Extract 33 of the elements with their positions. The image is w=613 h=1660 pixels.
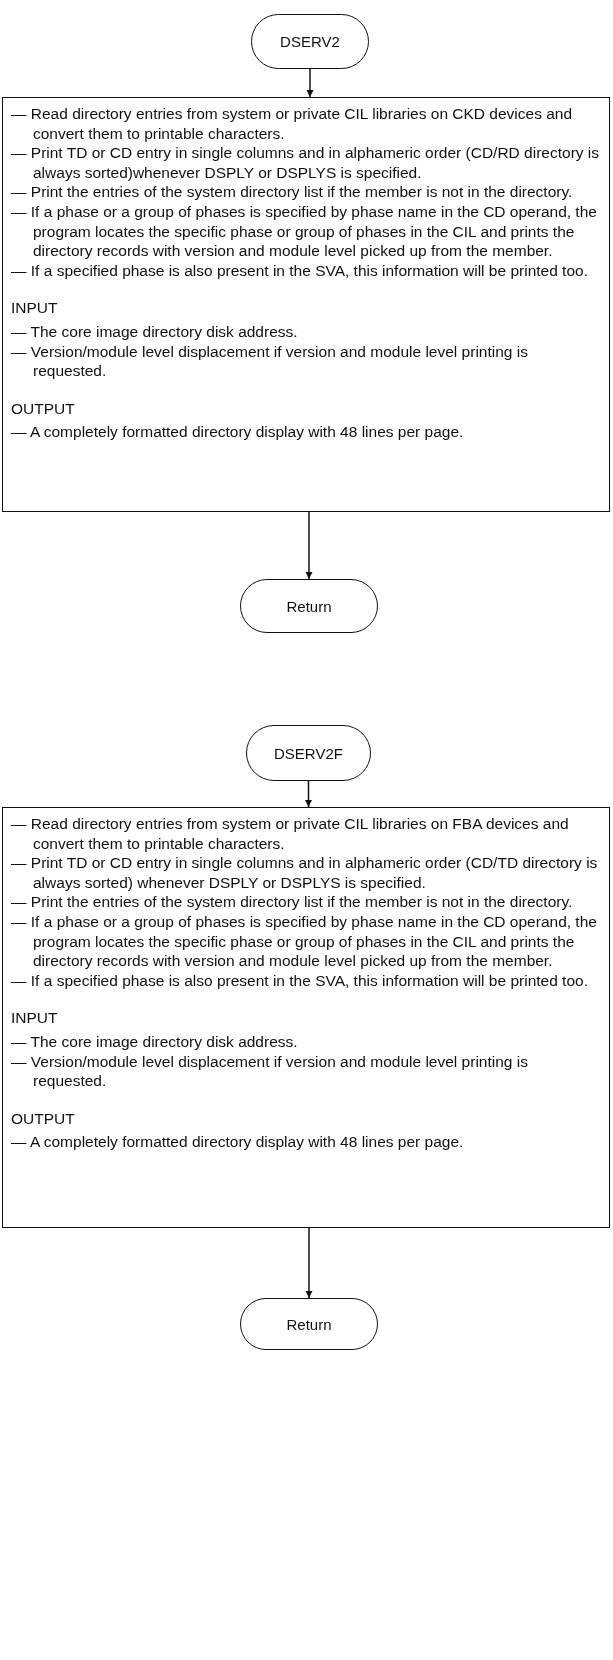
bullet-text: — The core image directory disk address. — [11, 321, 299, 342]
section-heading: INPUT — [11, 298, 59, 318]
bullet-text: — Print the entries of the system directory list if the member is not in the directory. — [11, 892, 574, 912]
section-heading: OUTPUT — [11, 398, 76, 419]
section-heading: INPUT — [11, 1008, 59, 1028]
arrow — [305, 511, 313, 580]
bullet-text: — Print TD or CD entry in single columns and in alphameric order (CD/RD directory is always sorted)whenever DSPLY or DSPLYS is specified. — [11, 143, 601, 183]
bullet-text: — Read directory entries from system or private CIL libraries on FBA devices and convert them to printable characters. — [11, 814, 570, 854]
arrow — [306, 68, 314, 98]
bullet-text: — A completely formatted directory display with 48 lines per page. — [11, 1132, 465, 1152]
process-box — [2, 97, 610, 512]
terminal-label: DSERV2F — [274, 744, 343, 762]
bullet-text: — Version/module level displacement if version and module level printing is requested. — [11, 1051, 529, 1091]
bullet-text: — If a phase or a group of phases is specified by phase name in the CD operand, the program locates the specific phase or group of phases in the CIL and prints the directory records with version and module level picked up from the member. — [11, 201, 598, 261]
terminal-label: Return — [286, 597, 332, 615]
arrow — [305, 1227, 313, 1299]
arrow — [305, 780, 312, 808]
process-box — [2, 807, 610, 1228]
terminal-label: DSERV2 — [280, 33, 340, 50]
section-heading: OUTPUT — [11, 1108, 76, 1129]
bullet-text: — Read directory entries from system or private CIL libraries on CKD devices and convert them to printable characters. — [11, 104, 574, 144]
bullet-text: — If a specified phase is also present in the SVA, this information will be printed too. — [11, 260, 589, 281]
terminal-box — [240, 579, 378, 633]
bullet-text: — Print TD or CD entry in single columns and in alphameric order (CD/TD directory is always sorted) whenever DSPLY or DSPLYS is specified. — [11, 853, 599, 893]
bullet-text: — Version/module level displacement if version and module level printing is requested. — [11, 341, 529, 381]
bullet-text: — Print the entries of the system directory list if the member is not in the directory. — [11, 182, 574, 202]
bullet-text: — The core image directory disk address. — [11, 1031, 299, 1052]
bullet-text: — A completely formatted directory display with 48 lines per page. — [11, 422, 465, 442]
bullet-text: — If a phase or a group of phases is specified by phase name in the CD operand, the program locates the specific phase or group of phases in the CIL and prints the directory records with version and module level picked up from the member. — [11, 911, 598, 971]
terminal-box — [240, 1298, 378, 1350]
bullet-text: — If a specified phase is also present in the SVA, this information will be printed too. — [11, 970, 589, 991]
terminal-box — [246, 725, 371, 781]
terminal-label: Return — [286, 1315, 332, 1333]
